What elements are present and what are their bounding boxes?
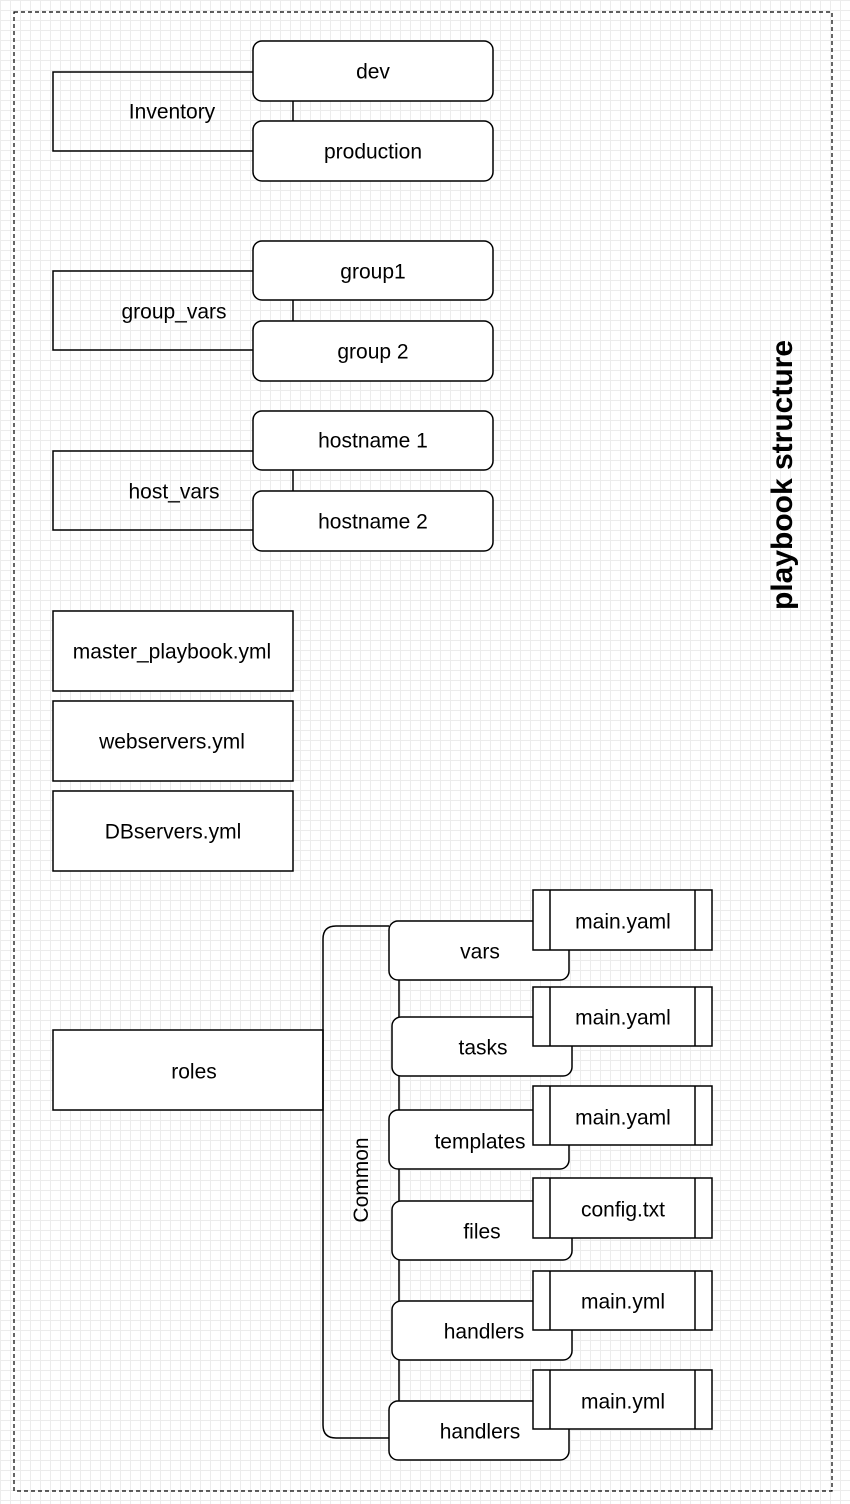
file-box-vars[interactable] xyxy=(532,889,713,951)
host-vars-item-2: hostname 2 xyxy=(318,510,428,534)
file-box-handlers-2[interactable] xyxy=(532,1369,713,1430)
playbook-file-box-1[interactable] xyxy=(52,610,294,692)
dir-label-handlers-1: handlers xyxy=(443,1320,525,1344)
file-label-tasks: main.yaml xyxy=(575,1006,671,1030)
playbook-file-box-3[interactable] xyxy=(52,790,294,872)
inventory-dev-box[interactable] xyxy=(252,40,494,102)
dir-label-tasks: tasks xyxy=(458,1036,508,1060)
file-label-files: config.txt xyxy=(580,1198,666,1222)
inventory-item-dev: dev xyxy=(356,60,390,84)
dir-box-handlers-2[interactable] xyxy=(388,1400,570,1461)
inventory-item-production: production xyxy=(323,140,423,164)
playbook-file-label-1: master_playbook.yml xyxy=(72,640,272,664)
group-vars-group2-box[interactable] xyxy=(252,320,494,382)
file-label-handlers-2: main.yml xyxy=(580,1390,666,1414)
file-box-templates[interactable] xyxy=(532,1085,713,1146)
inventory-production-box[interactable] xyxy=(252,120,494,182)
host-vars-hostname2-box[interactable] xyxy=(252,490,494,552)
file-label-handlers-1: main.yml xyxy=(580,1290,666,1314)
file-box-files[interactable] xyxy=(532,1177,713,1239)
host-vars-hostname1-box[interactable] xyxy=(252,410,494,471)
playbook-container xyxy=(13,11,833,1492)
group-vars-item-2: group 2 xyxy=(337,340,409,364)
dir-label-files: files xyxy=(463,1220,501,1244)
group-vars-bracket xyxy=(52,270,253,351)
inventory-bracket xyxy=(52,71,253,152)
file-label-templates: main.yaml xyxy=(575,1106,671,1130)
dir-label-handlers-2: handlers xyxy=(439,1420,521,1444)
common-bracket xyxy=(322,925,389,1439)
group-vars-label: group_vars xyxy=(121,300,227,324)
file-label-vars: main.yaml xyxy=(575,910,671,934)
roles-box[interactable] xyxy=(52,1029,324,1111)
file-box-handlers-1[interactable] xyxy=(532,1270,713,1331)
group-vars-group1-box[interactable] xyxy=(252,240,494,301)
playbook-file-box-2[interactable] xyxy=(52,700,294,782)
group-vars-item-1: group1 xyxy=(340,260,406,284)
diagram-title: playbook structure xyxy=(766,339,799,611)
common-role-label: Common xyxy=(350,1137,373,1223)
host-vars-bracket xyxy=(52,450,253,531)
host-vars-label: host_vars xyxy=(128,480,220,504)
dir-label-templates: templates xyxy=(434,1130,526,1154)
playbook-file-label-3: DBservers.yml xyxy=(104,820,242,844)
dir-label-vars: vars xyxy=(460,940,500,964)
host-vars-item-1: hostname 1 xyxy=(318,429,428,453)
inventory-label: Inventory xyxy=(128,100,216,124)
playbook-file-label-2: webservers.yml xyxy=(99,730,245,754)
file-box-tasks[interactable] xyxy=(532,986,713,1047)
roles-label: roles xyxy=(171,1060,217,1084)
